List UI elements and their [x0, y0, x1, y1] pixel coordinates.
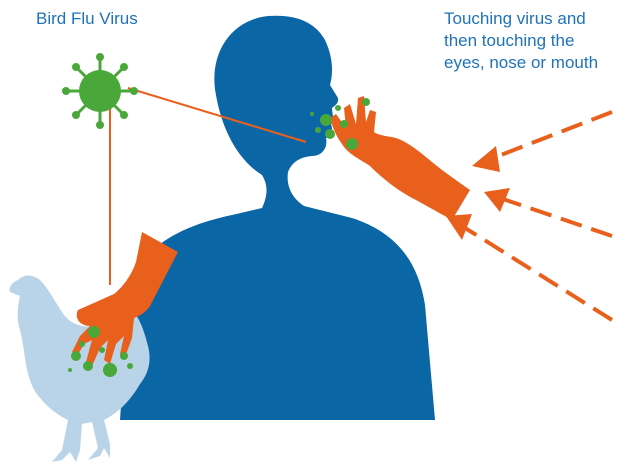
person-silhouette: [120, 16, 435, 420]
transmission-label-line-3: eyes, nose or mouth: [444, 52, 624, 74]
transmission-label: Touching virus and then touching the eye…: [444, 8, 624, 74]
transmission-label-line-1: Touching virus and: [444, 8, 624, 30]
transmission-label-line-2: then touching the: [444, 30, 624, 52]
face-glove-icon: [310, 96, 470, 220]
virus-icon: [62, 53, 138, 129]
arrow-icon: [462, 112, 612, 320]
virus-label: Bird Flu Virus: [36, 8, 138, 30]
